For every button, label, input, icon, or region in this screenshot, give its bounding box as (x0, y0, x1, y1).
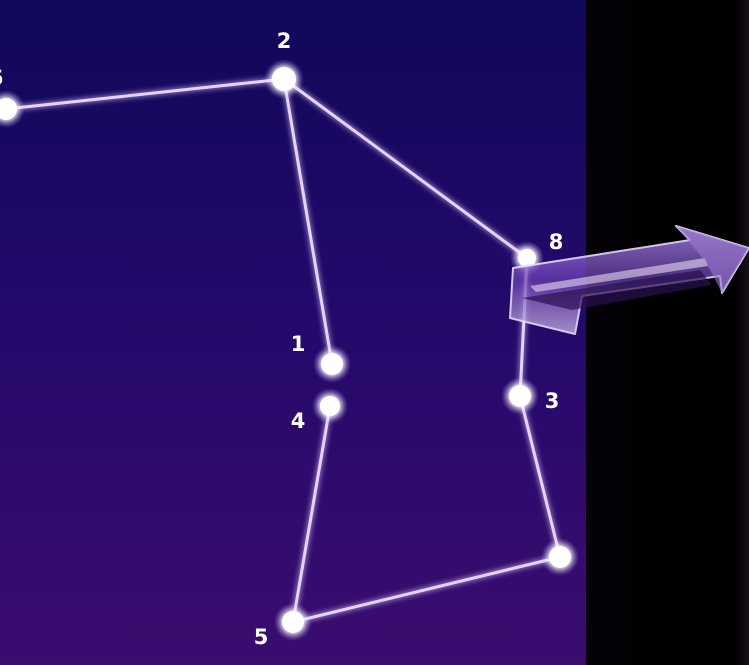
star-5[interactable] (282, 611, 304, 633)
connection-line-5-7 (293, 557, 560, 622)
connection-line-2-8 (284, 79, 527, 258)
star-1[interactable] (321, 353, 343, 375)
star-label-5: 5 (254, 625, 269, 649)
star-3[interactable] (509, 385, 531, 407)
star-label-4: 4 (291, 409, 306, 433)
connection-line-2-1 (284, 79, 332, 364)
star-2[interactable] (272, 67, 296, 91)
star-4[interactable] (320, 396, 340, 416)
star-7[interactable] (549, 546, 571, 568)
star-label-8: 8 (549, 230, 564, 254)
star-label-2: 2 (277, 29, 292, 53)
star-label-1: 1 (291, 332, 306, 356)
connection-line-6-2 (6, 79, 284, 109)
arrow-right-icon (510, 226, 749, 334)
next-arrow-button[interactable] (510, 226, 749, 334)
connection-line-3-7 (520, 396, 560, 557)
connection-line-4-5 (293, 406, 330, 622)
star-label-3: 3 (545, 389, 560, 413)
star-label-6: 6 (0, 66, 3, 90)
